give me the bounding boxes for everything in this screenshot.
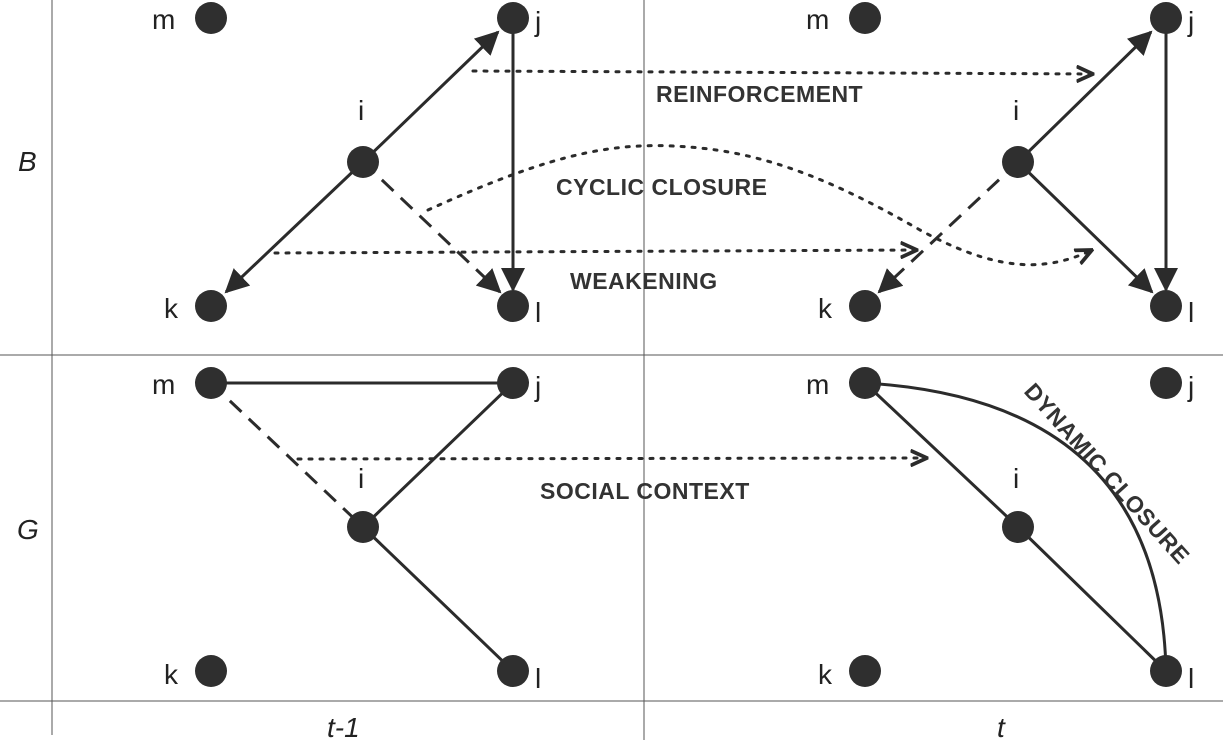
node-k [195,290,227,322]
node-i [1002,146,1034,178]
node-label-k: k [164,659,179,690]
node-l [497,655,529,687]
node-label-m: m [806,4,829,35]
node-label-k: k [164,293,179,324]
node-m [849,367,881,399]
edge-i-to-k-dashed [877,160,1020,294]
node-label-l: l [535,663,541,694]
label-dynamic-closure: DYNAMIC CLOSURE [1019,378,1195,569]
label-reinforcement: REINFORCEMENT [656,81,863,107]
node-j [1150,367,1182,399]
node-l [1150,655,1182,687]
node-j [497,367,529,399]
edge-i-l [361,525,515,673]
node-k [849,290,881,322]
node-i [347,146,379,178]
node-label-k: k [818,293,833,324]
node-j [497,2,529,34]
label-social-context: SOCIAL CONTEXT [540,478,750,504]
node-k [195,655,227,687]
edge-i-to-j [1016,30,1153,164]
node-l [497,290,529,322]
edge-m-l-curved [864,381,1168,672]
node-label-l: l [535,297,541,328]
node-i [1002,511,1034,543]
node-i [347,511,379,543]
label-cyclic-closure: CYCLIC CLOSURE [556,174,767,200]
label-weakening: WEAKENING [570,268,718,294]
column-label-t: t [997,712,1006,743]
transition-social-context-arrow [296,458,927,459]
edge-m-i-dashed [209,381,365,529]
edge-m-i [863,381,1020,529]
node-m [195,367,227,399]
node-m [849,2,881,34]
node-label-j: j [534,6,541,37]
edge-i-to-k [224,160,365,294]
node-label-i: i [358,463,364,494]
transition-cyclic-closure-arrow [426,144,1092,267]
node-m [195,2,227,34]
node-label-i: i [1013,463,1019,494]
transition-reinforcement-arrow [471,71,1093,74]
edge-i-to-l-dashed [361,160,502,294]
panel-G-t: m j i k l [806,367,1194,694]
node-label-l: l [1188,297,1194,328]
edge-i-to-l [1016,160,1154,294]
row-label-G: G [17,514,39,545]
edge-i-to-j [361,30,500,164]
panel-B-t-minus-1: m j i k l [152,2,541,328]
panel-G-t-minus-1: m j i k l [152,367,541,694]
node-k [849,655,881,687]
node-label-j: j [534,371,541,402]
node-label-k: k [818,659,833,690]
column-label-t-minus-1: t-1 [327,712,360,743]
node-label-m: m [152,4,175,35]
panel-B-t: m j i k l [806,2,1194,328]
edge-i-l [1016,525,1168,673]
node-label-m: m [152,369,175,400]
node-l [1150,290,1182,322]
row-label-B: B [18,146,37,177]
node-label-l: l [1188,663,1194,694]
edge-i-j [361,381,515,529]
node-label-j: j [1187,6,1194,37]
node-label-i: i [1013,95,1019,126]
node-label-j: j [1187,371,1194,402]
transition-weakening-arrow [273,250,917,253]
node-label-i: i [358,95,364,126]
node-j [1150,2,1182,34]
node-label-m: m [806,369,829,400]
